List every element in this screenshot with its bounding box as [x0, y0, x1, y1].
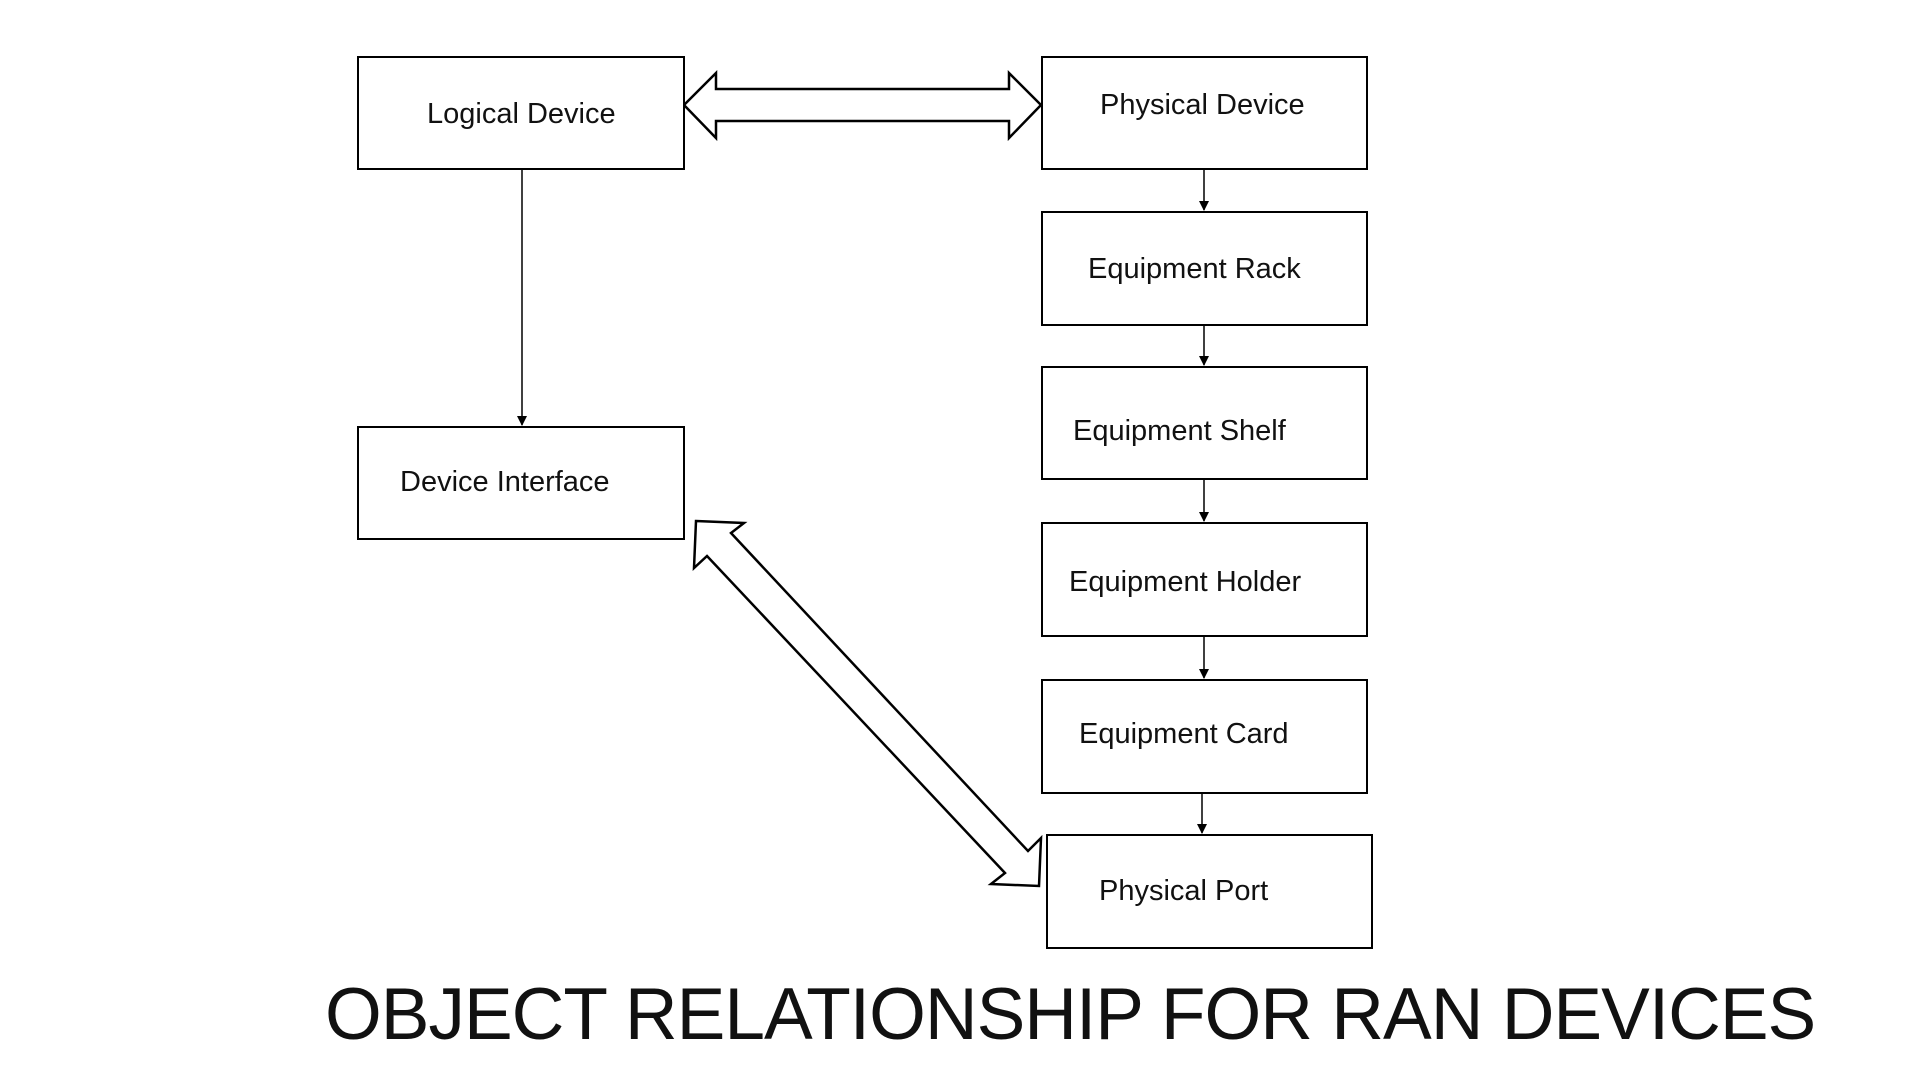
bidirectional-arrow-logical-physical [682, 69, 1043, 142]
node-physical-device [1041, 56, 1368, 170]
node-label-physical-port: Physical Port [1099, 875, 1269, 907]
node-logical-device [357, 56, 685, 170]
node-label-equipment-holder: Equipment Holder [1069, 566, 1302, 598]
node-equipment-rack [1041, 211, 1368, 326]
bidirectional-arrow-interface-port [692, 519, 1043, 888]
node-label-equipment-rack: Equipment Rack [1088, 253, 1301, 285]
node-physical-port [1046, 834, 1373, 949]
node-equipment-shelf [1041, 366, 1368, 480]
node-equipment-card [1041, 679, 1368, 794]
diagram-title: OBJECT RELATIONSHIP FOR RAN DEVICES [325, 974, 1816, 1055]
node-label-equipment-card: Equipment Card [1079, 718, 1289, 750]
node-label-device-interface: Device Interface [400, 466, 610, 498]
node-equipment-holder [1041, 522, 1368, 637]
node-label-equipment-shelf: Equipment Shelf [1073, 415, 1286, 447]
node-device-interface [357, 426, 685, 540]
node-label-physical-device: Physical Device [1100, 89, 1305, 121]
node-label-logical-device: Logical Device [427, 98, 616, 130]
